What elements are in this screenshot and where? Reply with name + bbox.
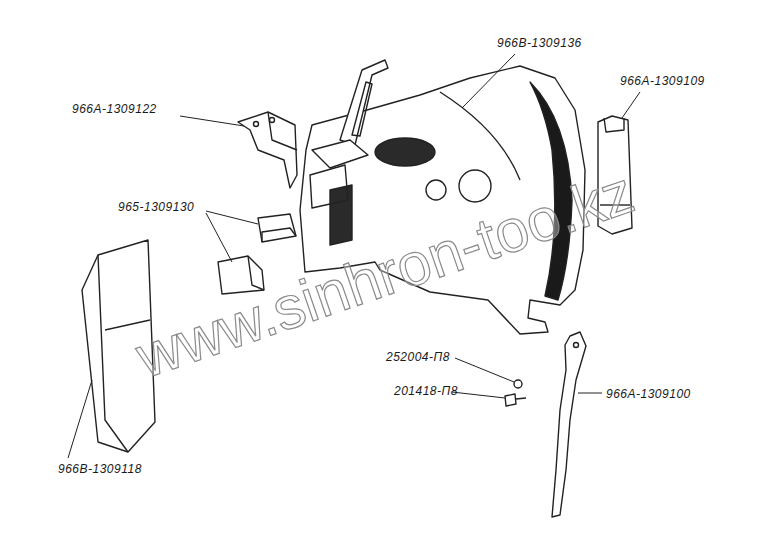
part-number: 966А-1309122 (72, 102, 157, 116)
part-number: 966А-1309100 (606, 387, 691, 401)
part-number: 966В-1309118 (58, 462, 142, 476)
part-number: 252004-П8 (386, 350, 450, 364)
part-number: 201418-П8 (394, 384, 458, 398)
part-number: 966В-1309136 (497, 36, 582, 50)
part-number: 966А-1309109 (620, 74, 705, 88)
part-number: 965-1309130 (118, 200, 194, 214)
